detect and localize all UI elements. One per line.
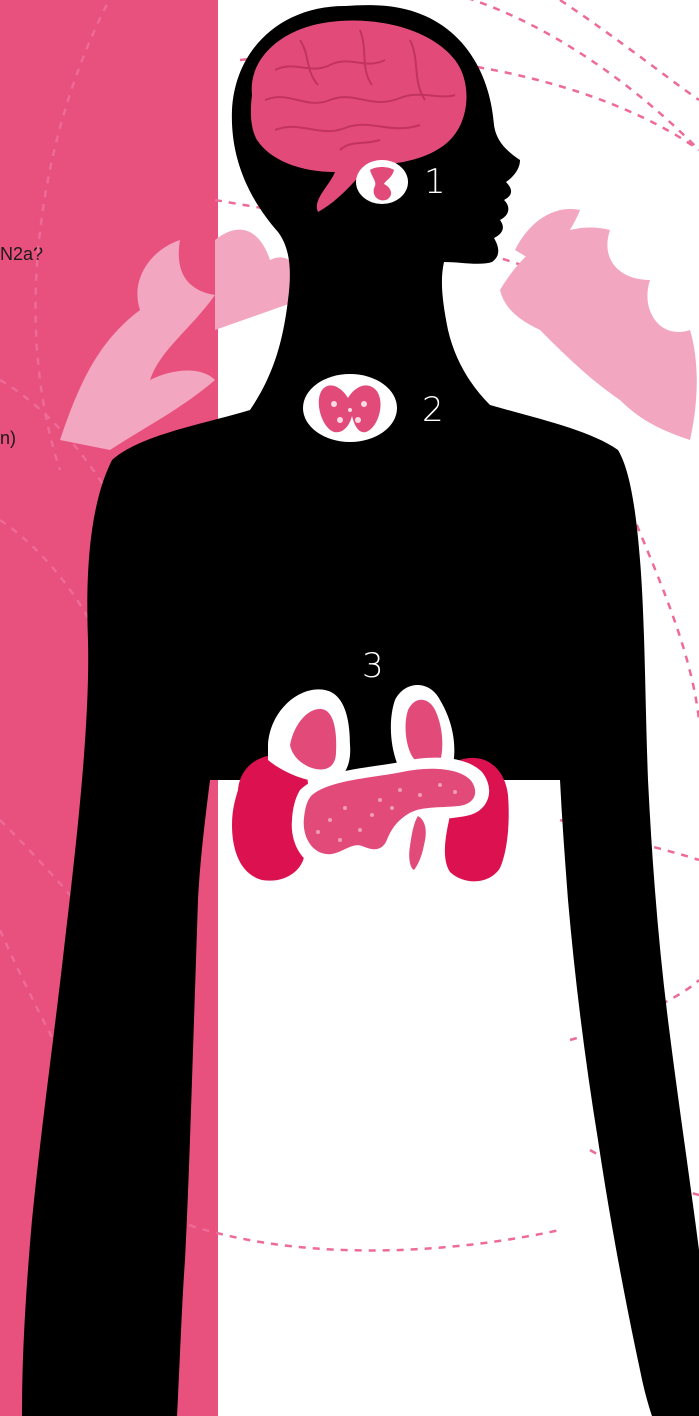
thyroid-icon [303, 374, 397, 442]
label-2: 2 [422, 393, 444, 427]
label-4: 4 [362, 898, 384, 932]
label-3: 3 [362, 649, 384, 683]
label-1: 1 [424, 165, 446, 199]
human-silhouette [22, 5, 699, 1416]
pituitary-icon [356, 160, 408, 204]
